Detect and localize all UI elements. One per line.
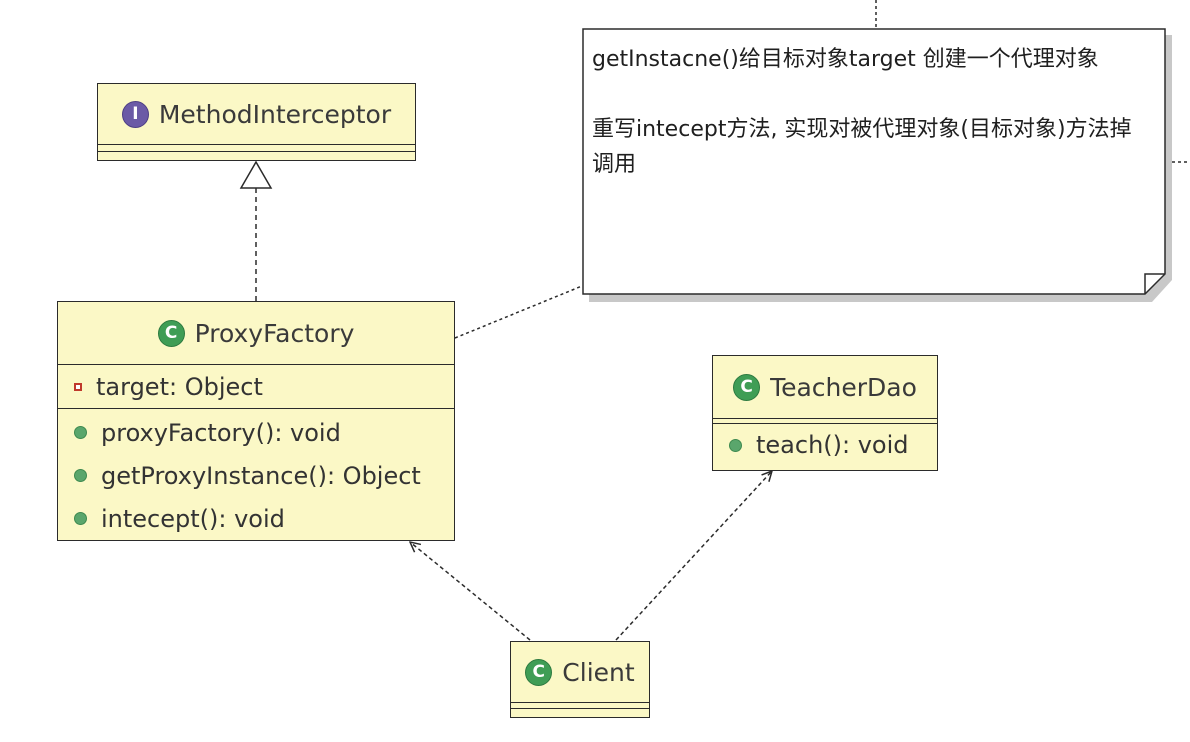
class-icon: C [157,319,185,347]
method-row[interactable]: proxyFactory(): void [58,411,454,454]
operations-compartment [98,151,415,156]
method-row[interactable]: intecept(): void [58,497,454,540]
realization-arrowhead [239,160,273,189]
note-line-1: getInstacne()给目标对象target 创建一个代理对象 [592,47,1099,72]
method-label: proxyFactory(): void [101,418,341,447]
proxy-factory-header: C ProxyFactory [58,302,454,364]
private-field-icon [74,382,82,391]
public-method-icon [729,438,742,452]
client-class[interactable]: C Client [510,641,650,718]
dependency-client-teacherdao [615,471,772,641]
proxy-factory-name: ProxyFactory [194,318,355,348]
proxy-factory-methods: proxyFactory(): void getProxyInstance():… [58,408,454,540]
teacher-dao-class[interactable]: C TeacherDao teach(): void [712,355,938,471]
note-line-2: 重写intecept方法, 实现对被代理对象(目标对象)方法掉调用 [592,117,1132,177]
teacher-dao-fields [713,418,937,423]
method-label: getProxyInstance(): Object [101,461,421,490]
class-icon: C [525,658,553,686]
note[interactable]: getInstacne()给目标对象target 创建一个代理对象 重写inte… [582,28,1172,302]
method-row[interactable]: getProxyInstance(): Object [58,454,454,497]
attributes-compartment [98,144,415,151]
client-methods [511,708,649,713]
method-interceptor-interface[interactable]: I MethodInterceptor [97,83,416,161]
note-text: getInstacne()给目标对象target 创建一个代理对象 重写inte… [592,42,1152,182]
method-label: teach(): void [756,431,909,459]
proxy-factory-fields: target: Object [58,364,454,408]
interface-icon: I [121,100,149,128]
dependency-client-proxyfactory [410,542,531,641]
note-shape [582,28,1172,302]
client-name: Client [562,657,635,687]
client-fields [511,702,649,708]
method-interceptor-name: MethodInterceptor [158,99,392,129]
client-header: C Client [511,642,649,702]
class-icon: C [733,373,761,401]
method-label: intecept(): void [101,504,285,533]
note-link-proxyfactory [454,285,583,339]
teacher-dao-name: TeacherDao [770,372,917,402]
proxy-factory-class[interactable]: C ProxyFactory target: Object proxyFacto… [57,301,455,541]
method-row[interactable]: teach(): void [713,424,937,466]
method-interceptor-header: I MethodInterceptor [98,84,415,144]
public-method-icon [74,426,87,439]
teacher-dao-methods: teach(): void [713,423,937,466]
teacher-dao-header: C TeacherDao [713,356,937,418]
public-method-icon [74,512,87,525]
field-row[interactable]: target: Object [58,365,454,408]
field-label: target: Object [96,372,263,401]
public-method-icon [74,469,87,482]
